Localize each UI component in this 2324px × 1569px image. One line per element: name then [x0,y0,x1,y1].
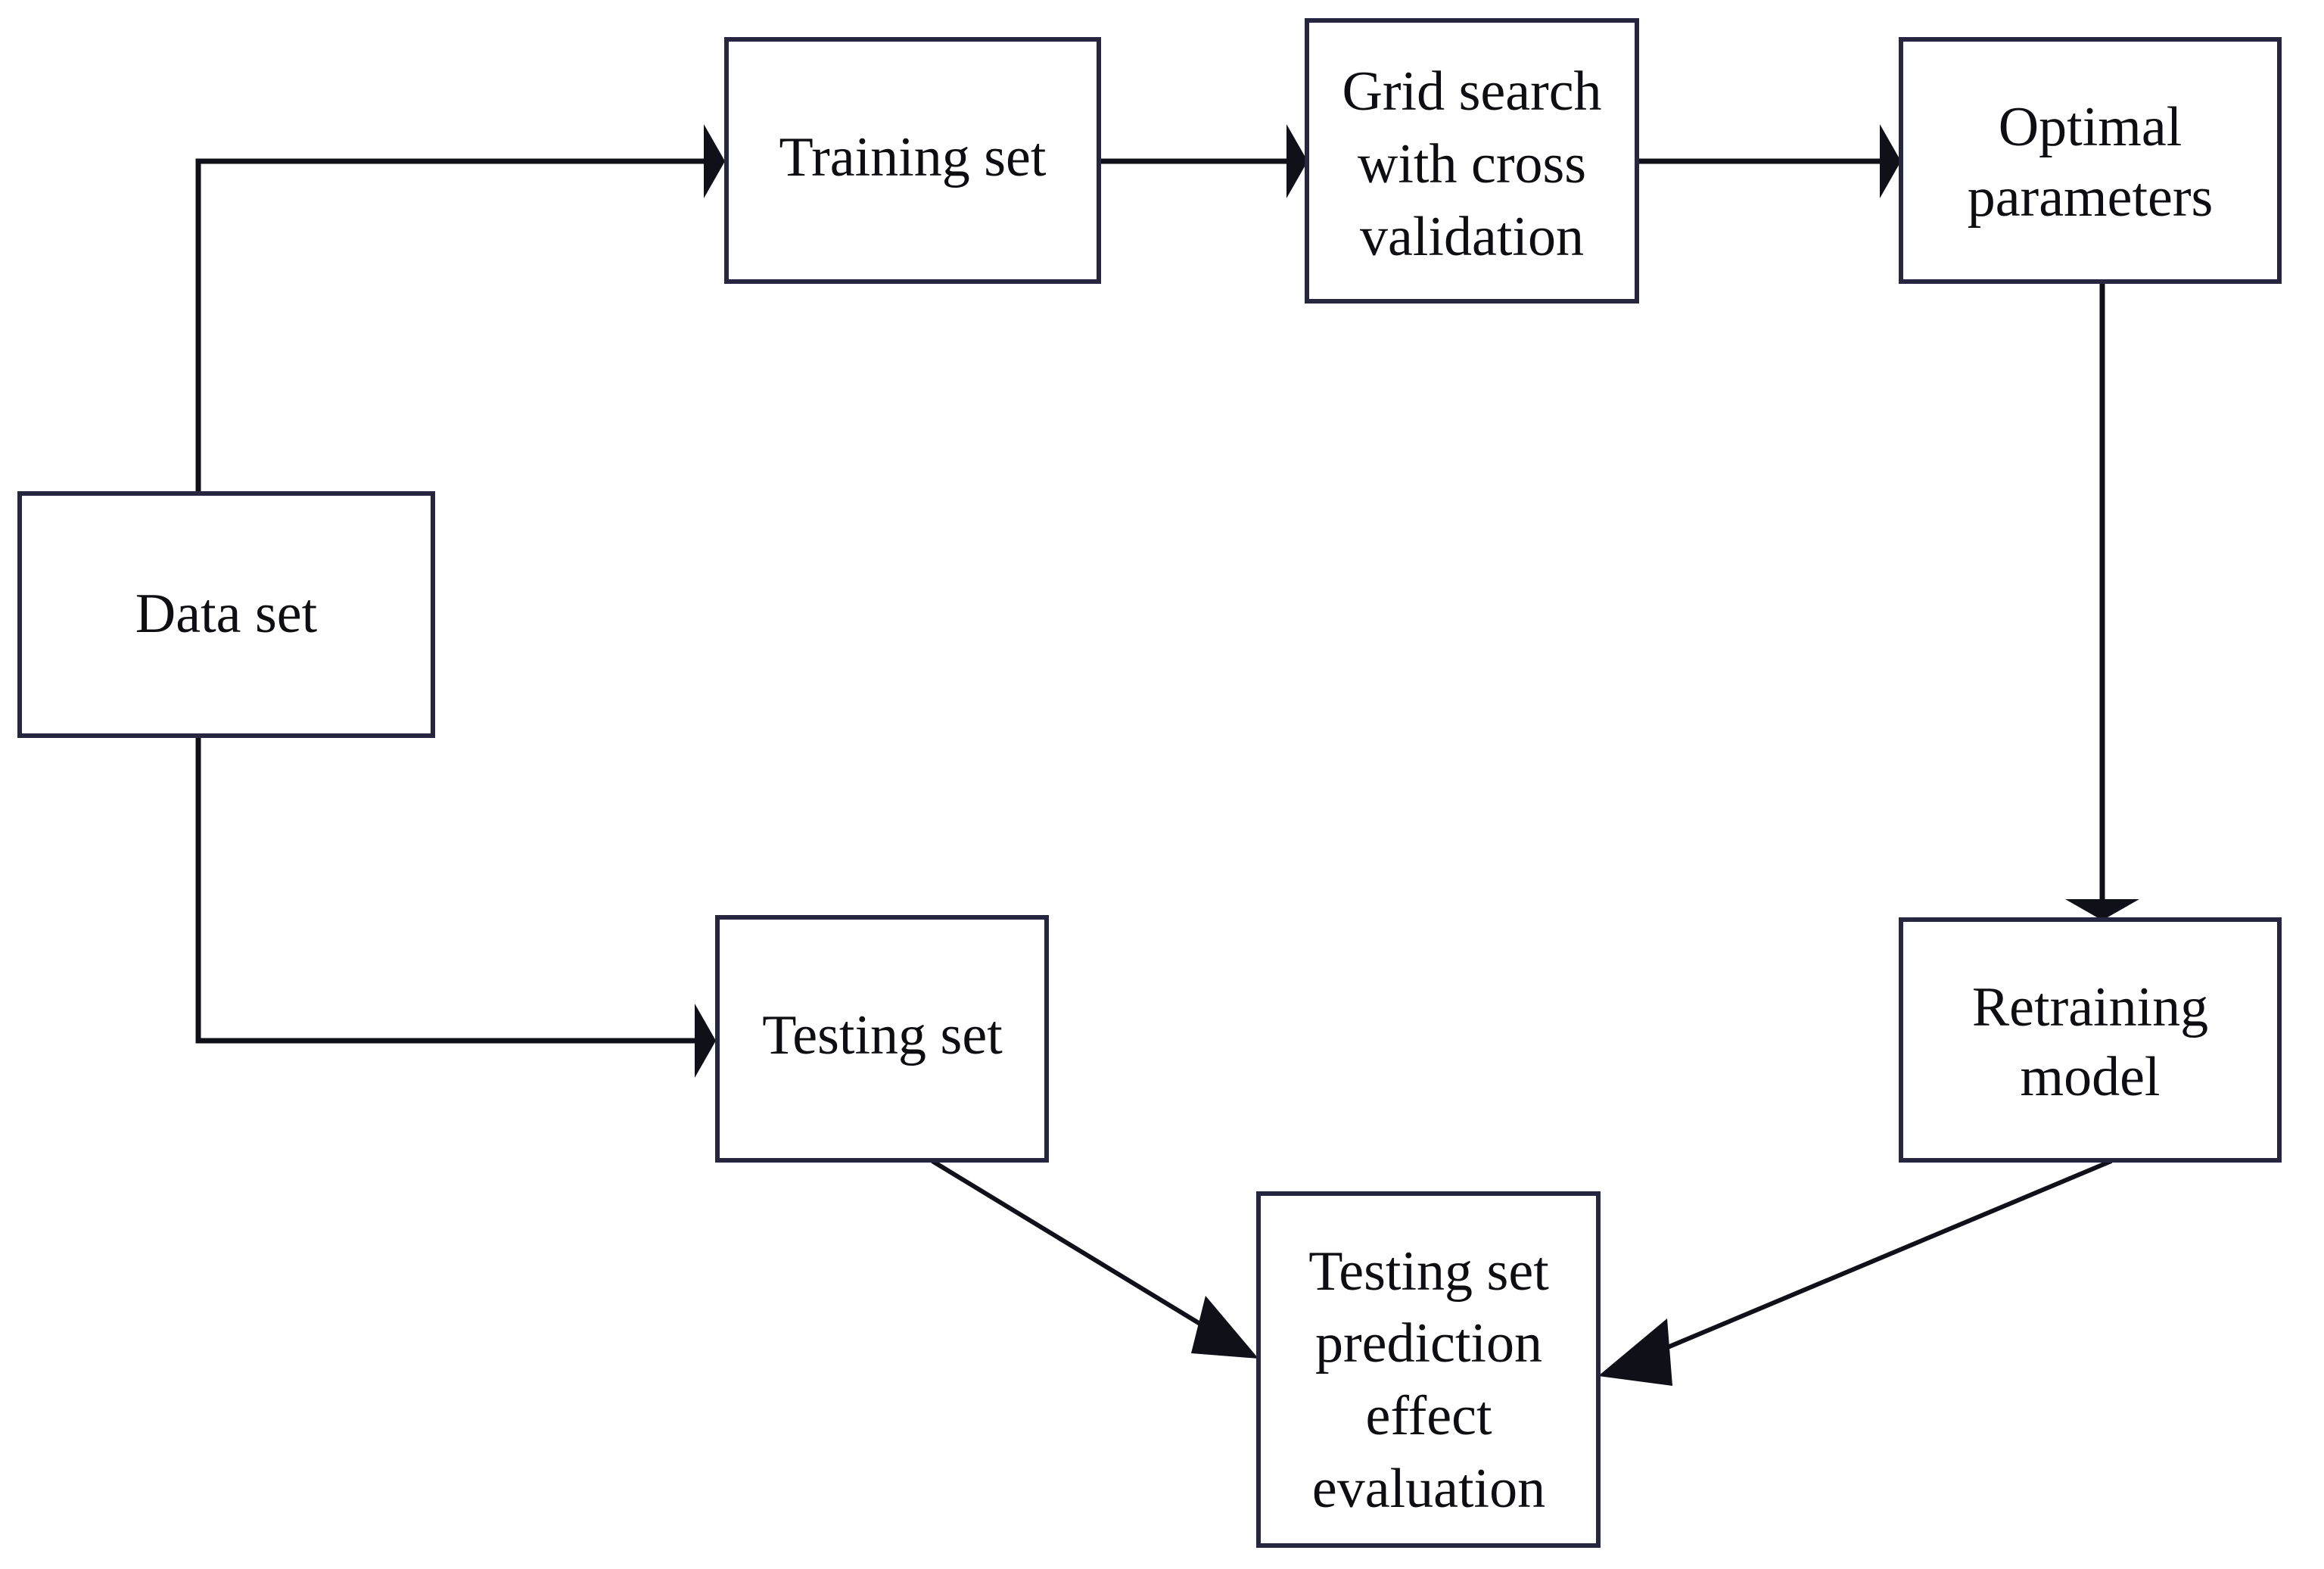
node-optimal-parameters[interactable]: Optimal parameters [1899,37,2282,284]
node-label-line-1: Testing set [1308,1241,1549,1303]
node-label: Data set [135,583,318,645]
edge-optimal-parameters-to-retraining-model [2065,282,2139,920]
node-label-line-4: evaluation [1312,1458,1545,1520]
node-prediction-evaluation[interactable]: Testing set prediction effect evaluation [1256,1191,1601,1548]
edge-retraining-model-to-prediction-evaluation [1598,1159,2113,1386]
node-box [1899,917,2282,1163]
node-grid-search[interactable]: Grid search with cross validation [1305,18,1639,304]
node-testing-set[interactable]: Testing set [715,915,1049,1163]
node-box [17,491,435,738]
node-label-line-2: with cross [1358,133,1586,195]
node-label-line-1: Grid search [1342,61,1601,123]
node-label-line-1: Retraining [1972,976,2208,1038]
arrow-head-icon [1286,124,1308,198]
node-label: Testing set [762,1004,1003,1066]
arrow-head-icon [695,1004,716,1078]
arrow-head-icon [1880,124,1901,198]
edge-path [931,1159,1221,1338]
arrow-head-icon [1191,1296,1258,1359]
node-retraining-model[interactable]: Retraining model [1899,917,2282,1163]
edge-training-set-to-grid-search [1099,124,1308,198]
node-data-set[interactable]: Data set [17,491,435,738]
edge-path [195,736,695,1044]
node-training-set[interactable]: Training set [724,37,1101,284]
arrow-head-icon [2065,899,2139,920]
edge-testing-set-to-prediction-evaluation [931,1159,1258,1359]
node-box [724,37,1101,284]
node-label-line-2: model [2021,1046,2161,1108]
node-label-line-3: effect [1365,1385,1492,1447]
node-label-line-3: validation [1360,206,1584,268]
node-label: Training set [779,126,1047,188]
node-box [715,915,1049,1163]
node-box [1256,1191,1601,1548]
node-box [1899,37,2282,284]
node-label-line-1: Optimal [1999,96,2182,158]
node-label-line-2: prediction [1315,1312,1542,1374]
edge-path [1648,1159,2113,1357]
arrow-head-icon [704,124,725,198]
node-box [1305,18,1639,304]
edge-path [195,158,704,493]
node-label-line-2: parameters [1968,167,2214,229]
edge-data-set-to-training-set [195,124,725,493]
edge-grid-search-to-optimal-parameters [1637,124,1901,198]
arrow-head-icon [1598,1318,1672,1386]
edge-data-set-to-testing-set [195,736,716,1078]
